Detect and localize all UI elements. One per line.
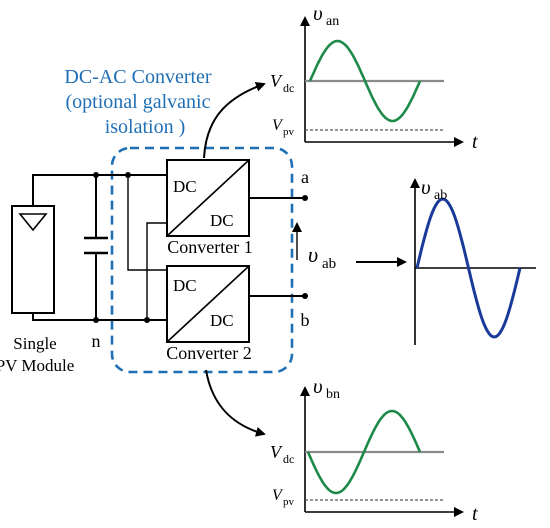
van-axis-sub: an — [326, 14, 339, 29]
vab-symbol: υ — [308, 242, 318, 267]
vbn-vdc-label: V — [270, 442, 283, 462]
van-vpv-sub: pv — [283, 126, 295, 138]
pv-label-line-2: PV Module — [0, 356, 74, 375]
van-vpv-label: V — [272, 117, 284, 134]
converter-1-dc-in: DC — [173, 177, 197, 196]
converter-1-label: Converter 1 — [167, 237, 252, 257]
pv-label-line-1: Single — [13, 334, 56, 353]
vbn-axis-sub: bn — [326, 387, 340, 402]
vab-axis-sub: ab — [434, 188, 447, 203]
vbn-waveform — [306, 409, 422, 495]
node-b-label: b — [301, 310, 310, 330]
converter-1-dc-out: DC — [210, 211, 234, 230]
arrow-to-vbn-graph — [205, 369, 266, 437]
vbn-axis-symbol: υ — [313, 374, 323, 398]
vab-label: υ ab — [308, 242, 336, 272]
van-waveform — [308, 39, 422, 123]
node-n-label: n — [92, 331, 101, 351]
van-vdc-label: V — [270, 71, 283, 91]
vbn-vpv-sub: pv — [283, 496, 295, 508]
converter-2-label: Converter 2 — [166, 343, 251, 363]
converter-1-block: DC DC — [166, 159, 250, 237]
van-axis-symbol: υ — [313, 1, 323, 25]
vab-subscript: ab — [322, 256, 336, 272]
vab-waveform — [415, 197, 522, 339]
converter-2-dc-out: DC — [210, 311, 234, 330]
vbn-vpv-label: V — [272, 487, 284, 504]
node-a-label: a — [301, 167, 309, 187]
pv-module — [11, 205, 55, 314]
vab-graph: υ ab — [410, 175, 536, 345]
vbn-vdc-sub: dc — [283, 452, 294, 466]
converter-2-dc-in: DC — [173, 276, 197, 295]
van-vdc-sub: dc — [283, 81, 294, 95]
arrow-to-van-graph — [203, 82, 266, 159]
pv-module-label: Single PV Module — [0, 334, 74, 375]
converter-title: DC-AC Converter (optional galvanic isola… — [64, 66, 212, 138]
vbn-time-label: t — [472, 503, 478, 525]
title-line-3: isolation ) — [105, 116, 186, 138]
title-line-2: (optional galvanic — [66, 91, 211, 113]
vbn-graph: υ bn V dc V pv t — [270, 374, 478, 525]
vab-axis-symbol: υ — [421, 175, 431, 199]
circuit-wiring — [32, 174, 305, 321]
title-line-1: DC-AC Converter — [64, 66, 212, 88]
van-graph: υ an V dc V pv t — [270, 1, 478, 153]
junction-dots — [93, 172, 308, 323]
van-time-label: t — [472, 131, 478, 153]
converter-2-block: DC DC — [166, 265, 250, 343]
